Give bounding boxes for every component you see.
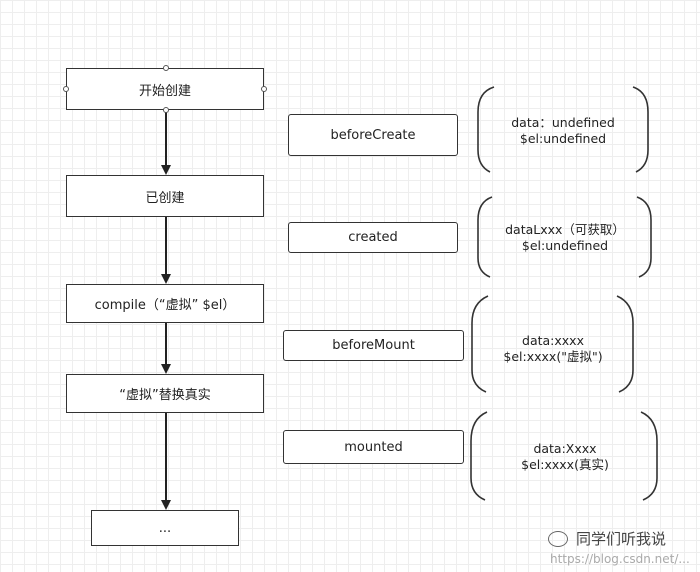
note-data-line: data:xxxx: [522, 333, 584, 348]
wechat-logo-icon: [548, 531, 568, 547]
hook-created[interactable]: created: [288, 222, 458, 253]
flow-step-created[interactable]: 已创建: [66, 175, 264, 217]
connection-handle[interactable]: [163, 107, 169, 113]
note-mounted: data:Xxxx $el:xxxx(真实): [487, 441, 643, 473]
left-brace: [470, 411, 488, 501]
note-el-line: $el:undefined: [521, 238, 609, 253]
flow-step-start[interactable]: 开始创建: [66, 68, 264, 110]
hook-before-create[interactable]: beforeCreate: [288, 114, 458, 156]
watermark-url-text: https://blog.csdn.net/...: [550, 552, 690, 566]
note-before-create: data：undefined $el:undefined: [492, 115, 634, 147]
watermark: 同学们听我说 https://blog.csdn.net/...: [532, 528, 700, 572]
right-brace: [636, 196, 652, 278]
flow-step-compile[interactable]: compile（“虚拟” $el）: [66, 284, 264, 323]
note-data-line: dataLxxx（可获取）: [505, 222, 625, 237]
connection-handle[interactable]: [163, 65, 169, 71]
left-brace: [471, 295, 489, 393]
note-el-line: $el:undefined: [519, 131, 607, 146]
flow-step-replace[interactable]: “虚拟”替换真实: [66, 374, 264, 413]
right-brace: [640, 411, 658, 501]
right-brace: [632, 86, 649, 173]
right-brace: [616, 295, 634, 393]
left-brace: [477, 196, 493, 278]
note-before-mount: data:xxxx $el:xxxx("虚拟"): [488, 333, 618, 365]
watermark-main-text: 同学们听我说: [576, 530, 667, 548]
connection-handle[interactable]: [63, 86, 69, 92]
flow-step-ellipsis[interactable]: ...: [91, 510, 239, 546]
hook-mounted[interactable]: mounted: [283, 430, 464, 464]
note-el-line: $el:xxxx("虚拟"): [503, 349, 603, 364]
note-created: dataLxxx（可获取） $el:undefined: [492, 222, 638, 254]
hook-before-mount[interactable]: beforeMount: [283, 330, 464, 361]
connection-handle[interactable]: [261, 86, 267, 92]
note-data-line: data：undefined: [511, 115, 615, 130]
note-data-line: data:Xxxx: [533, 441, 597, 456]
note-el-line: $el:xxxx(真实): [521, 457, 609, 472]
left-brace: [477, 86, 495, 173]
